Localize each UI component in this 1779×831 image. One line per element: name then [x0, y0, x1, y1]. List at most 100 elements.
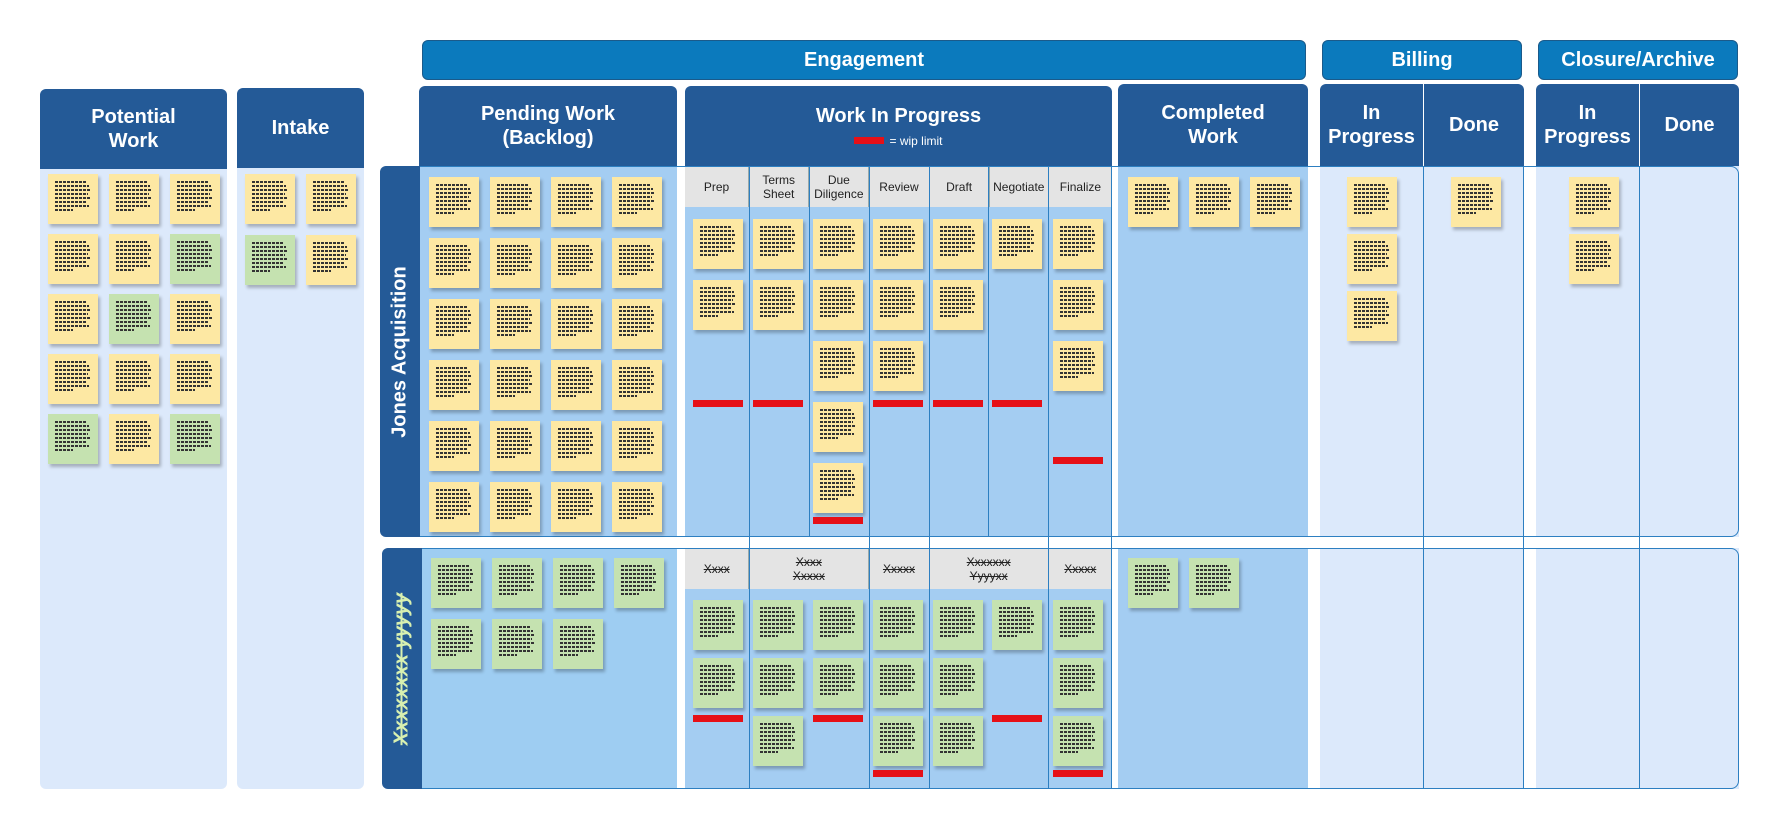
sticky-note[interactable]: [933, 716, 983, 766]
sticky-note[interactable]: [429, 360, 479, 410]
subcol-prep: Prep: [685, 167, 750, 207]
sticky-note[interactable]: [1451, 177, 1501, 227]
sticky-note[interactable]: [813, 219, 863, 269]
sticky-note[interactable]: [612, 421, 662, 471]
sticky-note[interactable]: [612, 238, 662, 288]
sticky-note[interactable]: [992, 600, 1042, 650]
sticky-note[interactable]: [753, 716, 803, 766]
sticky-note[interactable]: [1053, 600, 1103, 650]
sticky-note[interactable]: [431, 619, 481, 669]
sticky-note[interactable]: [813, 658, 863, 708]
sticky-note[interactable]: [170, 294, 220, 344]
sticky-note[interactable]: [492, 619, 542, 669]
sticky-note[interactable]: [753, 219, 803, 269]
sticky-note[interactable]: [693, 280, 743, 330]
sticky-note[interactable]: [170, 174, 220, 224]
wip-limit-marker: [873, 770, 923, 777]
sticky-note[interactable]: [1250, 177, 1300, 227]
sticky-note[interactable]: [612, 360, 662, 410]
sticky-note[interactable]: [813, 463, 863, 513]
sticky-note[interactable]: [873, 716, 923, 766]
sticky-note[interactable]: [170, 354, 220, 404]
sticky-note[interactable]: [109, 354, 159, 404]
sticky-note[interactable]: [933, 280, 983, 330]
sticky-note[interactable]: [753, 658, 803, 708]
sticky-note[interactable]: [490, 299, 540, 349]
sticky-note[interactable]: [553, 619, 603, 669]
sticky-note[interactable]: [490, 177, 540, 227]
sticky-note[interactable]: [612, 177, 662, 227]
work-in-progress-label: Work In Progress: [815, 104, 982, 127]
sticky-note[interactable]: [1189, 558, 1239, 608]
sticky-note[interactable]: [813, 402, 863, 452]
sticky-note[interactable]: [490, 360, 540, 410]
sticky-note[interactable]: [1053, 280, 1103, 330]
sticky-note[interactable]: [813, 341, 863, 391]
sticky-note[interactable]: [429, 421, 479, 471]
divider: [1639, 166, 1640, 789]
sticky-note[interactable]: [1053, 219, 1103, 269]
sticky-note[interactable]: [1347, 291, 1397, 341]
sticky-note[interactable]: [933, 219, 983, 269]
sticky-note[interactable]: [992, 219, 1042, 269]
sticky-note[interactable]: [933, 600, 983, 650]
sticky-note[interactable]: [551, 421, 601, 471]
sticky-note[interactable]: [1053, 716, 1103, 766]
sticky-note[interactable]: [753, 280, 803, 330]
sticky-note[interactable]: [48, 414, 98, 464]
sticky-note[interactable]: [1053, 341, 1103, 391]
sticky-note[interactable]: [109, 414, 159, 464]
sticky-note[interactable]: [553, 558, 603, 608]
sticky-note[interactable]: [873, 600, 923, 650]
sticky-note[interactable]: [490, 421, 540, 471]
sticky-note[interactable]: [933, 658, 983, 708]
sticky-note[interactable]: [48, 294, 98, 344]
sticky-note[interactable]: [551, 360, 601, 410]
sticky-note[interactable]: [170, 414, 220, 464]
sticky-note[interactable]: [1128, 177, 1178, 227]
sticky-note[interactable]: [245, 235, 295, 285]
sticky-note[interactable]: [1569, 234, 1619, 284]
sticky-note[interactable]: [551, 482, 601, 532]
sticky-note[interactable]: [612, 482, 662, 532]
sticky-note[interactable]: [693, 658, 743, 708]
sticky-note[interactable]: [492, 558, 542, 608]
sticky-note[interactable]: [490, 238, 540, 288]
sticky-note[interactable]: [551, 177, 601, 227]
sticky-note[interactable]: [245, 174, 295, 224]
sticky-note[interactable]: [753, 600, 803, 650]
sticky-note[interactable]: [429, 482, 479, 532]
sticky-note[interactable]: [429, 177, 479, 227]
sticky-note[interactable]: [1347, 177, 1397, 227]
sticky-note[interactable]: [48, 174, 98, 224]
sticky-note[interactable]: [873, 280, 923, 330]
sticky-note[interactable]: [614, 558, 664, 608]
sticky-note[interactable]: [551, 238, 601, 288]
sticky-note[interactable]: [873, 219, 923, 269]
sticky-note[interactable]: [693, 600, 743, 650]
sticky-note[interactable]: [873, 658, 923, 708]
sticky-note[interactable]: [873, 341, 923, 391]
sticky-note[interactable]: [1053, 658, 1103, 708]
sticky-note[interactable]: [48, 354, 98, 404]
sticky-note[interactable]: [431, 558, 481, 608]
sticky-note[interactable]: [1189, 177, 1239, 227]
sticky-note[interactable]: [109, 294, 159, 344]
sticky-note[interactable]: [429, 238, 479, 288]
sticky-note[interactable]: [306, 235, 356, 285]
sticky-note[interactable]: [170, 234, 220, 284]
sticky-note[interactable]: [551, 299, 601, 349]
sticky-note[interactable]: [429, 299, 479, 349]
sticky-note[interactable]: [612, 299, 662, 349]
sticky-note[interactable]: [109, 234, 159, 284]
sticky-note[interactable]: [490, 482, 540, 532]
sticky-note[interactable]: [1128, 558, 1178, 608]
sticky-note[interactable]: [693, 219, 743, 269]
sticky-note[interactable]: [109, 174, 159, 224]
sticky-note[interactable]: [1569, 177, 1619, 227]
sticky-note[interactable]: [1347, 234, 1397, 284]
sticky-note[interactable]: [48, 234, 98, 284]
sticky-note[interactable]: [306, 174, 356, 224]
sticky-note[interactable]: [813, 600, 863, 650]
sticky-note[interactable]: [813, 280, 863, 330]
